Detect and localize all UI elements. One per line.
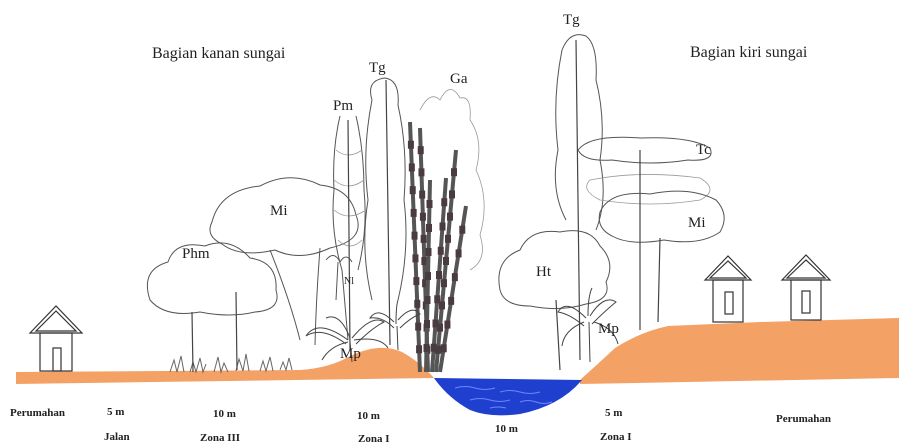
bamboo-band xyxy=(426,224,432,232)
ga-bamboo-cluster xyxy=(408,89,484,372)
bamboo-band xyxy=(410,186,416,194)
bamboo-band xyxy=(424,320,430,328)
bamboo-band xyxy=(427,200,433,208)
bamboo-band xyxy=(440,223,446,231)
bamboo-band xyxy=(435,346,441,354)
pm-tree xyxy=(333,116,366,350)
house-right-2 xyxy=(782,255,830,320)
label-pm: Pm xyxy=(333,98,353,114)
bamboo-band xyxy=(418,168,424,176)
house-left xyxy=(30,306,82,371)
bamboo-band xyxy=(425,272,431,280)
bamboo-band xyxy=(419,191,425,199)
phm-tree xyxy=(147,243,277,372)
label-ht: Ht xyxy=(536,264,552,280)
label-zona1-right-width: 5 m xyxy=(605,407,622,419)
bamboo-band xyxy=(451,168,457,176)
river-water xyxy=(434,378,582,415)
label-zona1-left-width: 10 m xyxy=(357,410,380,422)
bamboo-stalk xyxy=(410,122,420,372)
label-river-width: 10 m xyxy=(495,423,518,435)
bamboo-band xyxy=(416,345,422,353)
bamboo-band xyxy=(441,279,447,287)
bamboo-band xyxy=(418,146,424,154)
label-zona3-width: 10 m xyxy=(213,408,236,420)
bamboo-band xyxy=(412,254,418,262)
bamboo-band xyxy=(449,190,455,198)
bamboo-band xyxy=(448,297,454,305)
label-tg-right: Tg xyxy=(563,12,580,28)
bamboo-band xyxy=(447,213,453,221)
bamboo-band xyxy=(415,323,421,331)
bamboo-band xyxy=(409,163,415,171)
mp-palm-left-2 xyxy=(370,300,420,350)
bamboo-band xyxy=(436,271,442,279)
label-ga: Ga xyxy=(450,71,468,87)
bamboo-band xyxy=(444,321,450,329)
label-zona1-left: Zona I xyxy=(358,433,390,445)
label-perumahan-right: Perumahan xyxy=(776,413,831,425)
bamboo-band xyxy=(412,232,418,240)
right-bank-heading: Bagian kanan sungai xyxy=(152,45,286,62)
label-nl: Nl xyxy=(344,276,354,287)
bamboo-band xyxy=(413,277,419,285)
bamboo-band xyxy=(441,198,447,206)
label-mp-right: Mp xyxy=(598,321,619,337)
label-zona1-right: Zona I xyxy=(600,431,632,443)
right-bank-ground xyxy=(580,318,899,384)
bamboo-band xyxy=(425,296,431,304)
tg-tree-right xyxy=(555,35,603,360)
label-tg-left: Tg xyxy=(369,60,386,76)
label-phm: Phm xyxy=(182,246,210,262)
label-zona3: Zona III xyxy=(200,432,240,444)
label-mp-left: Mp xyxy=(340,346,361,362)
tg-tree-left xyxy=(365,78,406,345)
ht-tree xyxy=(499,231,610,370)
bamboo-band xyxy=(452,273,458,281)
label-mi-right: Mi xyxy=(688,215,706,231)
left-bank-heading: Bagian kiri sungai xyxy=(690,44,808,61)
label-tc: Tc xyxy=(696,142,711,158)
label-jalan-width: 5 m xyxy=(107,406,124,418)
bamboo-band xyxy=(439,301,445,309)
bamboo-band xyxy=(420,213,426,221)
label-perumahan-left: Perumahan xyxy=(10,407,65,419)
bamboo-band xyxy=(437,324,443,332)
bamboo-band xyxy=(443,257,449,265)
bamboo-band xyxy=(411,209,417,217)
grass-tufts xyxy=(170,354,292,372)
mi-tree-right xyxy=(599,191,724,322)
bamboo-band xyxy=(438,247,444,255)
bamboo-band xyxy=(408,141,414,149)
bamboo-band xyxy=(426,248,432,256)
bamboo-band xyxy=(445,235,451,243)
bamboo-band xyxy=(441,344,447,352)
label-mi-left: Mi xyxy=(270,203,288,219)
bamboo-band xyxy=(424,344,430,352)
bamboo-band xyxy=(456,249,462,257)
house-right-1 xyxy=(705,256,751,322)
bamboo-band xyxy=(414,300,420,308)
label-jalan: Jalan xyxy=(104,431,130,443)
bamboo-band xyxy=(459,226,465,234)
bamboo-band xyxy=(421,235,427,243)
